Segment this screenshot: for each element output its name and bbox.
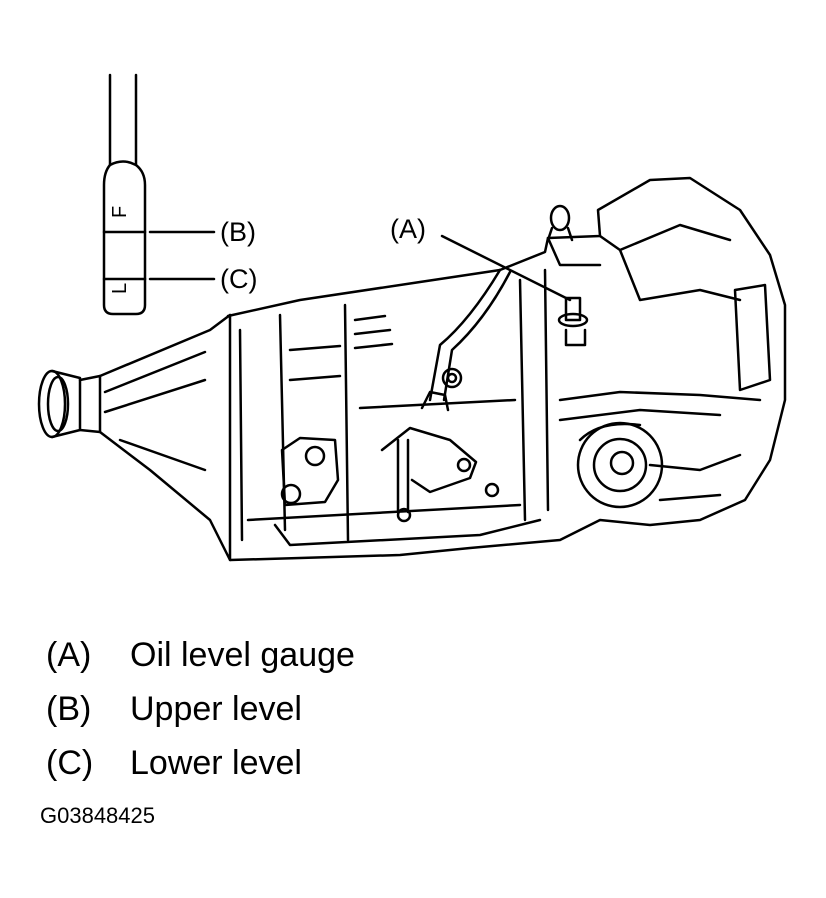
callout-b: (B) (220, 217, 256, 247)
legend: (A) Oil level gauge (B) Upper level (C) … (46, 628, 355, 790)
upper-mark-letter: F (109, 206, 131, 218)
figure-id: G03848425 (40, 803, 155, 828)
legend-text-b: Upper level (130, 689, 302, 728)
callout-a: (A) (390, 214, 426, 244)
legend-text-c: Lower level (130, 743, 302, 782)
lower-mark-letter: L (109, 283, 131, 294)
dipstick-detail: F L (102, 73, 216, 316)
legend-key-b: (B) (46, 689, 92, 728)
legend-key-a: (A) (46, 635, 92, 674)
legend-row-a: (A) Oil level gauge (46, 628, 355, 682)
transmission-body (37, 176, 787, 562)
legend-row-c: (C) Lower level (46, 736, 355, 790)
legend-row-b: (B) Upper level (46, 682, 355, 736)
transmission-diagram: F L (37, 73, 787, 562)
legend-text-a: Oil level gauge (130, 635, 355, 674)
legend-key-c: (C) (46, 743, 94, 782)
callout-c: (C) (220, 264, 258, 294)
